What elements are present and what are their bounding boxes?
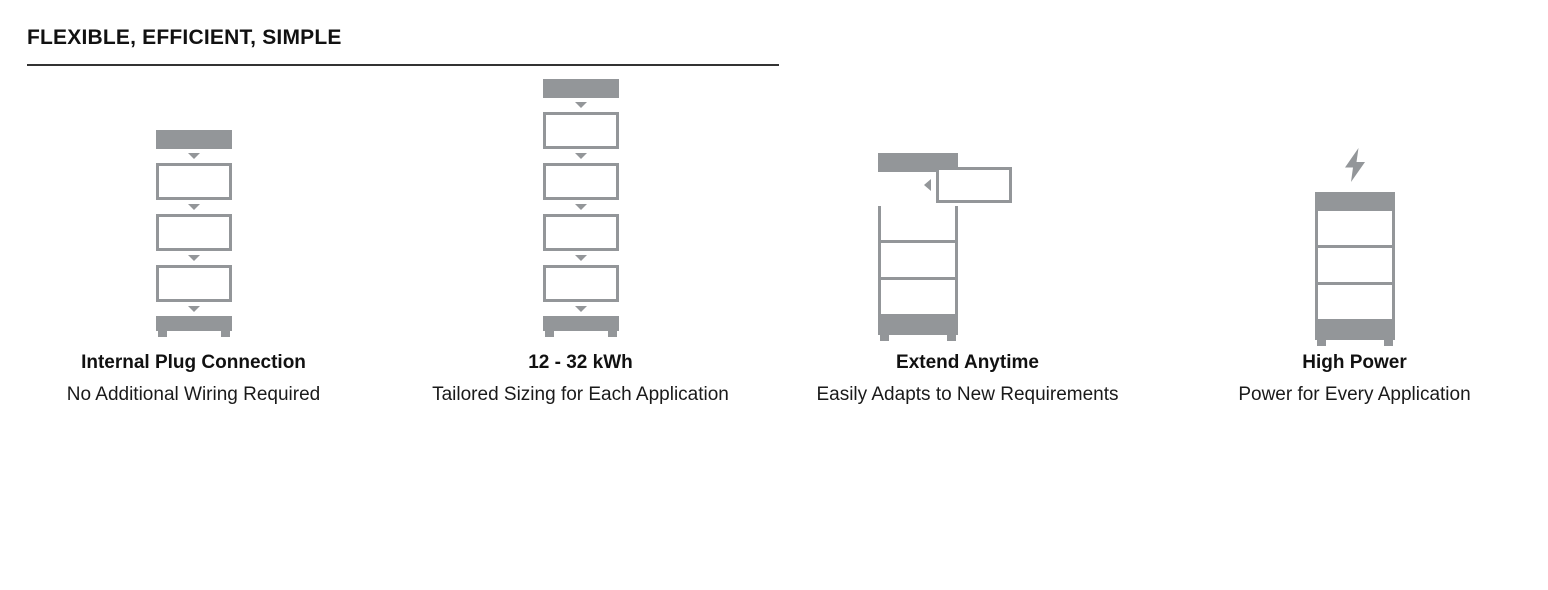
chevron-down-icon bbox=[574, 102, 587, 108]
battery-module bbox=[155, 214, 232, 251]
icon-battery-stack-with-detached-module bbox=[868, 85, 1068, 341]
feature-caption: High Power Power for Every Application bbox=[1175, 349, 1535, 413]
feature-subtitle: Tailored Sizing for Each Application bbox=[432, 383, 729, 405]
feature-title: Internal Plug Connection bbox=[81, 352, 306, 373]
feature-title: High Power bbox=[1302, 352, 1407, 373]
battery-base bbox=[155, 316, 232, 337]
battery-module bbox=[877, 280, 958, 317]
icon-battery-stack-exploded-3-modules bbox=[94, 85, 294, 337]
feature-caption: Internal Plug Connection No Additional W… bbox=[14, 349, 374, 413]
page-header: FLEXIBLE, EFFICIENT, SIMPLE bbox=[27, 26, 779, 67]
battery-stack bbox=[877, 206, 958, 341]
chevron-down-icon bbox=[187, 204, 200, 210]
battery-module bbox=[1314, 285, 1395, 322]
feature-caption: 12 - 32 kWh Tailored Sizing for Each App… bbox=[401, 349, 761, 413]
battery-module bbox=[877, 243, 958, 280]
feature-title: Extend Anytime bbox=[896, 352, 1039, 373]
chevron-down-icon bbox=[574, 306, 587, 312]
battery-module bbox=[542, 265, 619, 302]
feature-subtitle: Power for Every Application bbox=[1238, 383, 1471, 405]
battery-base bbox=[877, 317, 958, 341]
feature-row: Internal Plug Connection No Additional W… bbox=[0, 79, 1548, 413]
feature-extend-anytime: Extend Anytime Easily Adapts to New Requ… bbox=[774, 85, 1161, 413]
battery-module bbox=[1314, 211, 1395, 248]
battery-module bbox=[542, 112, 619, 149]
feature-capacity-range: 12 - 32 kWh Tailored Sizing for Each App… bbox=[387, 79, 774, 413]
icon-battery-stack-with-lightning-bolt bbox=[1255, 85, 1455, 346]
lightning-bolt-icon bbox=[1341, 147, 1369, 188]
battery-top-cap bbox=[1314, 192, 1395, 211]
battery-stack bbox=[155, 130, 232, 337]
battery-stack bbox=[542, 79, 619, 337]
battery-module bbox=[542, 163, 619, 200]
battery-module bbox=[155, 265, 232, 302]
chevron-down-icon bbox=[574, 153, 587, 159]
feature-internal-plug-connection: Internal Plug Connection No Additional W… bbox=[0, 85, 387, 413]
feature-caption: Extend Anytime Easily Adapts to New Requ… bbox=[788, 349, 1148, 413]
battery-module bbox=[1314, 248, 1395, 285]
battery-module bbox=[877, 206, 958, 243]
battery-stack bbox=[1314, 192, 1395, 346]
feature-subtitle: Easily Adapts to New Requirements bbox=[816, 383, 1119, 405]
extend-illustration bbox=[868, 85, 1068, 341]
chevron-down-icon bbox=[574, 255, 587, 261]
battery-base bbox=[1314, 322, 1395, 346]
arrow-left-icon bbox=[923, 179, 931, 191]
icon-battery-stack-exploded-4-modules bbox=[481, 79, 681, 337]
header-divider bbox=[27, 64, 779, 67]
battery-top-cap bbox=[155, 130, 232, 149]
chevron-down-icon bbox=[187, 306, 200, 312]
page-title: FLEXIBLE, EFFICIENT, SIMPLE bbox=[27, 26, 342, 49]
feature-title: 12 - 32 kWh bbox=[528, 352, 633, 373]
power-illustration bbox=[1255, 85, 1455, 346]
battery-base bbox=[542, 316, 619, 337]
battery-module bbox=[155, 163, 232, 200]
battery-module bbox=[542, 214, 619, 251]
feature-subtitle: No Additional Wiring Required bbox=[66, 383, 321, 405]
chevron-down-icon bbox=[574, 204, 587, 210]
feature-high-power: High Power Power for Every Application bbox=[1161, 85, 1548, 413]
battery-top-cap bbox=[542, 79, 619, 98]
chevron-down-icon bbox=[187, 153, 200, 159]
detached-battery-module bbox=[935, 167, 1012, 203]
chevron-down-icon bbox=[187, 255, 200, 261]
